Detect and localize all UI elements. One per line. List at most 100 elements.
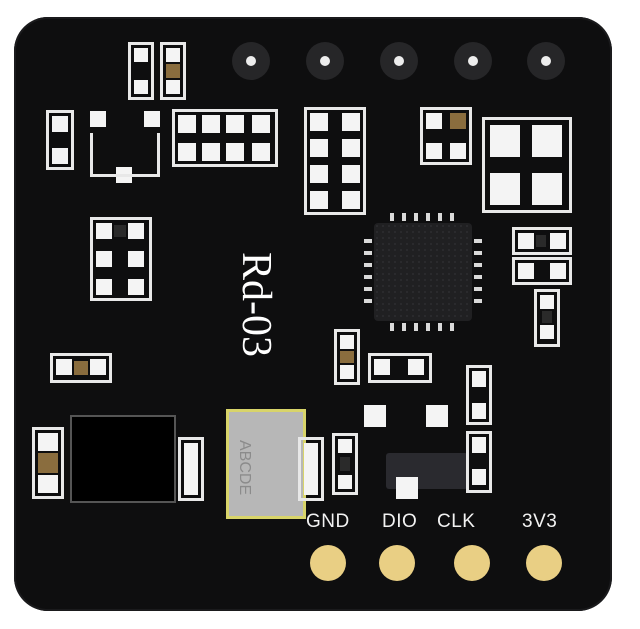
resistor-body xyxy=(74,361,88,375)
smd-pad xyxy=(374,359,390,375)
radar-ic-chip xyxy=(374,223,472,321)
smd-pad xyxy=(426,405,448,427)
smd-pad xyxy=(490,125,520,157)
ic-pin xyxy=(364,251,372,255)
smd-pad xyxy=(550,263,566,279)
pin-label-dio: DIO xyxy=(382,511,418,532)
smd-pad xyxy=(426,113,442,129)
ic-pin xyxy=(426,213,430,221)
smd-pad xyxy=(252,115,270,133)
smd-pad xyxy=(340,365,354,379)
ic-pin xyxy=(426,323,430,331)
smd-pad xyxy=(144,111,160,127)
smd-pad xyxy=(310,165,328,183)
smd-pad xyxy=(342,113,360,131)
smd-pad xyxy=(252,143,270,161)
ic-pin xyxy=(364,287,372,291)
smd-pad xyxy=(202,115,220,133)
ic-pin xyxy=(390,323,394,331)
component-outline xyxy=(90,217,152,301)
ic-pin xyxy=(438,323,442,331)
header-hole-4 xyxy=(454,42,492,80)
smd-pad xyxy=(90,359,106,375)
smd-pad xyxy=(178,143,196,161)
smd-pad xyxy=(128,251,144,267)
smd-pad xyxy=(184,443,198,495)
pin-pad-3v3[interactable] xyxy=(526,545,562,581)
smd-pad xyxy=(134,48,148,62)
crystal-oscillator: ABCDE xyxy=(226,409,306,519)
smd-pad xyxy=(56,359,72,375)
smd-pad xyxy=(532,125,562,157)
ic-pin xyxy=(438,213,442,221)
crystal-marking: ABCDE xyxy=(236,440,253,496)
ic-pin xyxy=(364,263,372,267)
component-outline xyxy=(50,353,112,383)
smd-pad xyxy=(342,191,360,209)
pin-label-clk: CLK xyxy=(437,511,476,532)
ic-pin xyxy=(364,239,372,243)
component-outline xyxy=(160,42,186,100)
resistor-body xyxy=(450,113,466,129)
ic-pin xyxy=(474,263,482,267)
resistor-body xyxy=(340,351,354,363)
smd-pad xyxy=(310,113,328,131)
smd-pad xyxy=(166,48,180,62)
pin-pad-clk[interactable] xyxy=(454,545,490,581)
smd-body xyxy=(542,311,552,323)
component-outline xyxy=(420,107,472,165)
smd-pad xyxy=(310,191,328,209)
component-outline xyxy=(368,353,432,383)
ic-pin xyxy=(474,275,482,279)
component-outline xyxy=(534,289,560,347)
smd-pad xyxy=(540,295,554,309)
smd-pad xyxy=(472,469,486,485)
smd-pad xyxy=(310,139,328,157)
component-outline xyxy=(178,437,204,501)
pin-pad-dio[interactable] xyxy=(379,545,415,581)
component-outline xyxy=(304,107,366,215)
smd-pad xyxy=(90,111,106,127)
smd-body xyxy=(340,457,350,471)
pin-pad-gnd[interactable] xyxy=(310,545,346,581)
ic-pin xyxy=(364,275,372,279)
ic-pin xyxy=(474,239,482,243)
smd-pad xyxy=(226,115,244,133)
capacitor-body xyxy=(38,453,58,473)
resistor-array-outline xyxy=(172,109,278,167)
smd-pad xyxy=(408,359,424,375)
smd-pad xyxy=(472,403,486,419)
pin-label-gnd: GND xyxy=(306,511,350,532)
component-outline xyxy=(90,133,160,177)
smd-pad xyxy=(338,439,352,453)
header-hole-3 xyxy=(380,42,418,80)
smd-body xyxy=(114,225,126,237)
inductor-outline xyxy=(482,117,572,213)
smd-pad xyxy=(472,371,486,387)
header-hole-1 xyxy=(232,42,270,80)
smd-pad xyxy=(550,233,566,249)
component-outline xyxy=(466,365,492,425)
smd-pad xyxy=(202,143,220,161)
smd-pad xyxy=(304,443,318,495)
ic-pin xyxy=(364,299,372,303)
smd-pad xyxy=(338,475,352,489)
component-outline xyxy=(512,257,572,285)
component-outline xyxy=(32,427,64,499)
resistor-body xyxy=(166,64,180,78)
ic-pin xyxy=(474,287,482,291)
ic-pin xyxy=(450,213,454,221)
pcb-board: Rd-03 xyxy=(14,17,612,611)
smd-pad xyxy=(340,335,354,349)
smd-pad xyxy=(540,325,554,339)
ic-pin xyxy=(450,323,454,331)
header-hole-2 xyxy=(306,42,344,80)
ic-pin xyxy=(474,299,482,303)
power-ic xyxy=(70,415,176,503)
smd-pad xyxy=(426,143,442,159)
smd-pad xyxy=(166,80,180,94)
smd-pad xyxy=(134,80,148,94)
smd-pad xyxy=(128,223,144,239)
ic-pin xyxy=(402,323,406,331)
smd-pad xyxy=(450,143,466,159)
